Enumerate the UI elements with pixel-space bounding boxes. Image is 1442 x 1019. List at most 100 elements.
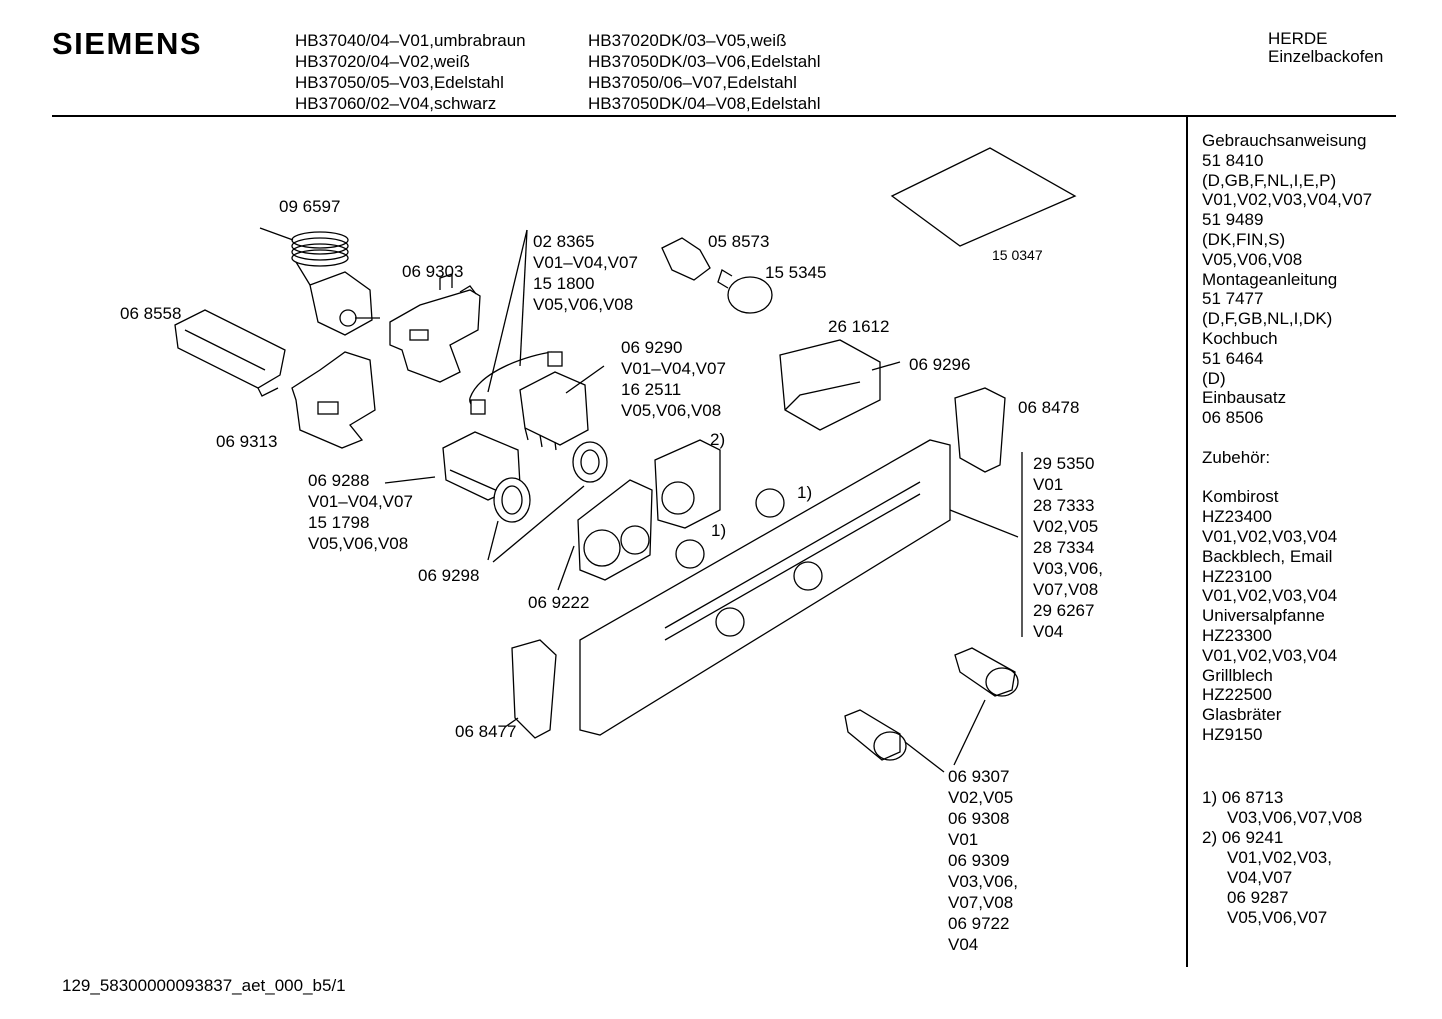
sidebar-line: V01,V02,V03,V04 — [1202, 526, 1338, 546]
footnote-line: 2) 06 9241 — [1202, 828, 1284, 847]
part-label: 06 9303 — [402, 262, 464, 281]
model-list-col1: HB37040/04–V01,umbrabraun HB37020/04–V02… — [295, 30, 526, 114]
sidebar-line: V05,V06,V08 — [1202, 249, 1303, 269]
sidebar-line: Backblech, Email — [1202, 546, 1333, 566]
part-label-group: 06 9307 V02,V05 06 9308 V01 06 9309 V03,… — [948, 766, 1018, 955]
knob-part — [844, 647, 1019, 761]
part-label: V02,V05 — [948, 788, 1014, 807]
terminal-strip-part — [174, 309, 286, 397]
header-rule — [52, 115, 1396, 117]
knob-adapter-part — [493, 441, 608, 523]
thermostat-part — [259, 227, 380, 336]
footnote-marker: 1) — [711, 521, 727, 540]
sidebar-line: Zubehör: — [1202, 447, 1271, 467]
category-line-2: Einzelbackofen — [1268, 47, 1384, 66]
part-label: 06 9307 — [948, 767, 1010, 786]
footnote-line: V01,V02,V03, — [1227, 848, 1332, 867]
part-label: 28 7334 — [1033, 538, 1095, 557]
part-label: 29 5350 — [1033, 454, 1095, 473]
footnote-line: V03,V06,V07,V08 — [1227, 808, 1363, 827]
sidebar-line: 51 7477 — [1202, 289, 1264, 309]
part-label-group: 06 9288 V01–V04,V07 15 1798 V05,V06,V08 — [308, 470, 413, 554]
model-line: HB37020DK/03–V05,weiß — [588, 31, 787, 50]
part-label: 06 8477 — [455, 722, 517, 741]
part-label: 06 9308 — [948, 809, 1010, 828]
part-label: V02,V05 — [1033, 517, 1099, 536]
part-label: V01–V04,V07 — [621, 359, 726, 378]
sidebar-line: Einbausatz — [1202, 388, 1287, 408]
sidebar-line: (DK,FIN,S) — [1202, 229, 1286, 249]
part-label: 15 5345 — [765, 263, 827, 282]
part-label: V04 — [1033, 622, 1064, 641]
lamp-part — [661, 237, 773, 314]
sidebar-line: Grillblech — [1202, 665, 1273, 685]
sidebar-spacer — [1202, 468, 1372, 488]
part-label: V01 — [948, 830, 979, 849]
document-id-footer: 129_58300000093837_aet_000_b5/1 — [62, 976, 346, 995]
part-label: 06 9290 — [621, 338, 683, 357]
sidebar-divider — [1186, 117, 1188, 967]
sidebar-line: (D,GB,F,NL,I,E,P) — [1202, 170, 1337, 190]
footnote-line: V05,V06,V07 — [1227, 908, 1328, 927]
part-label: V07,V08 — [948, 893, 1014, 912]
exploded-parts-diagram — [174, 147, 1077, 773]
part-label: 16 2511 — [621, 380, 682, 399]
cable-part — [469, 351, 563, 415]
category-line-1: HERDE — [1268, 29, 1328, 48]
sidebar-line: V01,V02,V03,V04 — [1202, 586, 1338, 606]
part-label: 26 1612 — [828, 317, 890, 336]
model-line: HB37050DK/03–V06,Edelstahl — [588, 52, 821, 71]
model-line: HB37050/06–V07,Edelstahl — [588, 73, 797, 92]
switch-part — [519, 371, 589, 451]
part-label: 29 6267 — [1033, 601, 1095, 620]
part-label: 15 1798 — [308, 513, 370, 532]
bracket-part — [291, 351, 376, 449]
sidebar-line: 06 8506 — [1202, 408, 1264, 428]
sidebar-line: Kombirost — [1202, 487, 1279, 507]
screw-bag-part — [890, 147, 1077, 247]
bracket-part — [511, 639, 557, 739]
sidebar-line: HZ23400 — [1202, 507, 1272, 527]
part-label: V05,V06,V08 — [533, 295, 634, 314]
sidebar-line: Glasbräter — [1202, 705, 1282, 725]
part-label: 06 9309 — [948, 851, 1010, 870]
part-label: 06 9222 — [528, 593, 590, 612]
brand-logo: SIEMENS — [52, 26, 203, 61]
part-label-group: 29 5350 V01 28 7333 V02,V05 28 7334 V03,… — [1033, 453, 1103, 642]
part-label: 09 6597 — [279, 197, 341, 216]
sidebar-line: HZ22500 — [1202, 685, 1272, 705]
part-label: V01–V04,V07 — [308, 492, 413, 511]
control-panel-part — [579, 439, 951, 736]
part-label-group: 06 9290 V01–V04,V07 16 2511 V05,V06,V08 — [621, 337, 726, 421]
model-line: HB37020/04–V02,weiß — [295, 52, 470, 71]
model-line: HB37040/04–V01,umbrabraun — [295, 31, 526, 50]
part-label: V07,V08 — [1033, 580, 1099, 599]
part-label: 05 8573 — [708, 232, 770, 251]
part-label: 28 7333 — [1033, 496, 1095, 515]
sidebar-line: Kochbuch — [1202, 328, 1278, 348]
bracket-part — [954, 387, 1006, 473]
part-label: V05,V06,V08 — [621, 401, 722, 420]
sidebar-line: Montageanleitung — [1202, 269, 1338, 289]
sidebar-line: 51 6464 — [1202, 348, 1264, 368]
sidebar-line: HZ9150 — [1202, 724, 1263, 744]
category-title: HERDE Einzelbackofen — [1268, 30, 1383, 66]
sidebar-line: HZ23100 — [1202, 566, 1272, 586]
footnote-marker: 2) — [710, 430, 726, 449]
part-label: 06 9298 — [418, 566, 480, 585]
sidebar-line: V01,V02,V03,V04 — [1202, 645, 1338, 665]
sidebar-line: 51 8410 — [1202, 150, 1264, 170]
footnote-line: 06 9287 — [1227, 888, 1289, 907]
sidebar-line: 51 9489 — [1202, 210, 1264, 230]
bracket-part — [779, 339, 881, 431]
sidebar-line: V01,V02,V03,V04,V07 — [1202, 190, 1373, 210]
footnote-marker: 1) — [797, 483, 813, 502]
part-label: V01–V04,V07 — [533, 253, 638, 272]
bracket-part — [389, 273, 481, 383]
part-label: 06 9288 — [308, 471, 370, 490]
model-line: HB37050/05–V03,Edelstahl — [295, 73, 504, 92]
model-line: HB37050DK/04–V08,Edelstahl — [588, 94, 821, 113]
part-label: V04 — [948, 935, 979, 954]
part-label: 06 9313 — [216, 432, 278, 451]
model-list-col2: HB37020DK/03–V05,weiß HB37050DK/03–V06,E… — [588, 30, 821, 114]
